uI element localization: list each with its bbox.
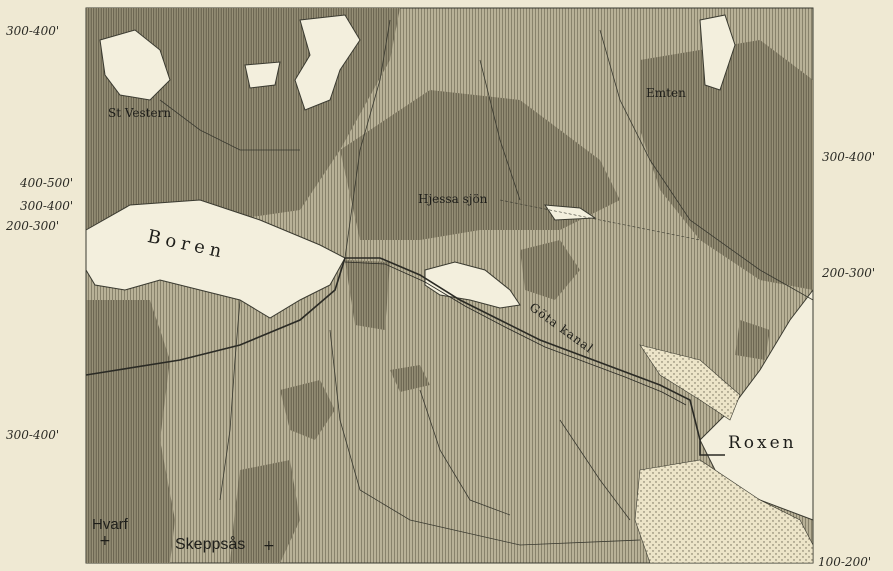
elev-label-right-3: 100-200' <box>818 555 872 569</box>
lake-hjessa-sjon <box>424 261 521 309</box>
elev-label-left-1: 300-400' <box>6 24 60 38</box>
upland-patch-3 <box>520 240 580 300</box>
gota-kanal-bank <box>344 261 687 406</box>
highland-south <box>230 460 300 563</box>
stream-3 <box>219 299 241 501</box>
lake-boren <box>85 199 346 319</box>
elev-label-left-3: 300-400' <box>20 199 74 213</box>
stream-6 <box>559 419 631 521</box>
elev-label-right-2: 200-300' <box>822 266 876 280</box>
upland-patch-1 <box>280 380 335 440</box>
marsh-roxen-west <box>639 344 741 421</box>
lake-st-vestern <box>99 29 171 101</box>
highland-center <box>340 90 620 240</box>
stream-5 <box>419 389 511 516</box>
upland-patch-5 <box>735 320 770 360</box>
lake-small-1 <box>544 204 597 221</box>
marsh-south-east <box>634 459 814 564</box>
place-hvarf: Hvarf <box>92 516 128 533</box>
place-hjessa-sjon: Hjessa sjön <box>418 192 488 206</box>
stream-2 <box>599 29 814 301</box>
road-1 <box>499 199 701 241</box>
upland-patch-4 <box>345 260 390 330</box>
upland-patch-2 <box>390 365 430 392</box>
elev-label-left-5: 300-400' <box>6 428 60 442</box>
stream-8 <box>479 59 521 201</box>
cross-marker: + <box>99 533 111 549</box>
stream-7 <box>159 99 300 151</box>
elev-label-left-2: 400-500' <box>20 176 74 190</box>
place-emten: Emten <box>646 86 686 100</box>
stream-1 <box>344 19 391 259</box>
highland-northeast <box>640 40 813 290</box>
place-st-vestern: St Vestern <box>108 106 172 120</box>
gota-kanal <box>85 257 725 456</box>
elev-label-right-1: 300-400' <box>822 150 876 164</box>
highland-southwest <box>86 300 175 563</box>
elev-label-left-4: 200-300' <box>6 219 60 233</box>
lake-north-2 <box>699 14 736 91</box>
place-roxen: Roxen <box>728 433 797 453</box>
place-skeppsas: Skeppsås <box>175 536 246 553</box>
stream-4 <box>329 329 641 546</box>
lake-north-3 <box>244 61 281 89</box>
cross-marker: + <box>263 538 275 554</box>
lake-north-1 <box>294 14 361 111</box>
